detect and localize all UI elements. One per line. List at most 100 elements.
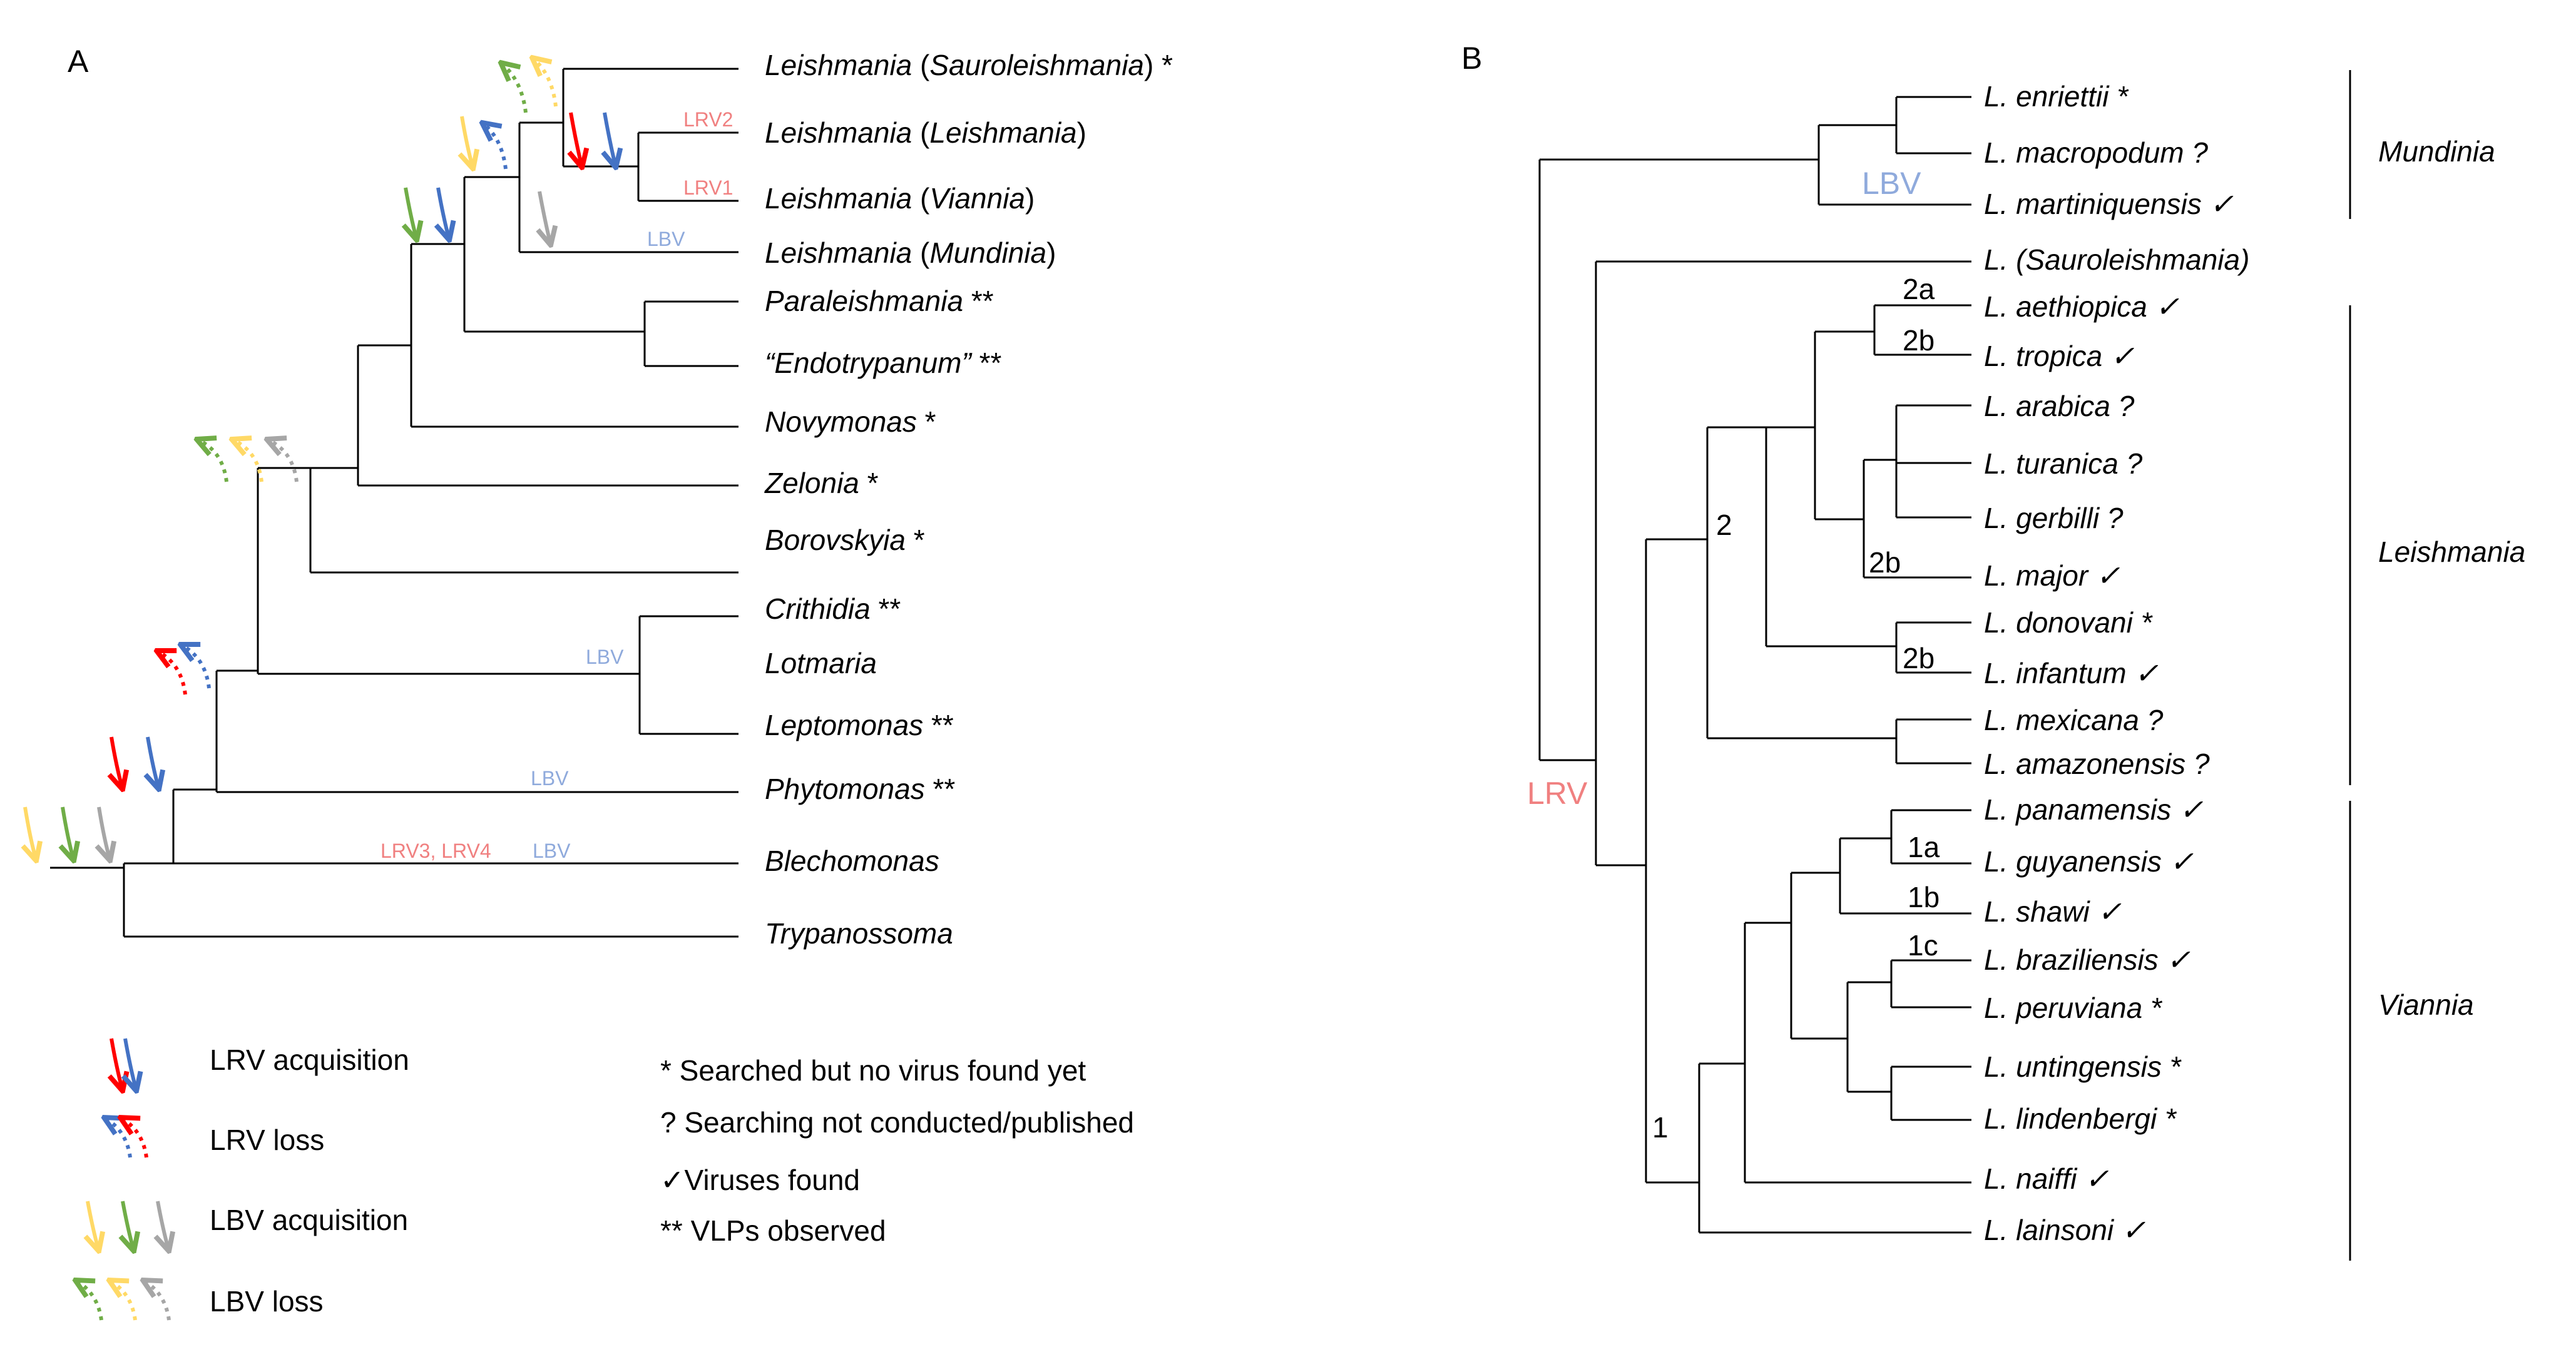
taxon-a-12-part-0: Phytomonas [765, 773, 925, 805]
taxon-b-21: L. naiffi ✓ [1984, 1162, 2109, 1195]
node-label-2: 2 [1716, 509, 1732, 541]
taxon-b-11: L. infantum ✓ [1984, 657, 2159, 689]
taxon-b-14: L. panamensis ✓ [1984, 793, 2204, 826]
lbv-acquisition-arrow [462, 116, 473, 169]
lrv-loss-arrow [482, 123, 508, 170]
taxon-a-3-part-0: Leishmania [765, 236, 912, 269]
lbv-loss-arrow [197, 439, 228, 482]
taxon-a-3-part-1: ( [912, 236, 930, 269]
panel-b-tree [1538, 96, 1971, 1234]
lrv-loss-arrow [180, 644, 211, 689]
taxon-b-10: L. donovani * [1984, 606, 2154, 639]
taxon-a-6-part-1: * [917, 405, 936, 438]
taxon-b-22: L. lainsoni ✓ [1984, 1214, 2145, 1246]
legend-lbv-acquisition-gray-icon [158, 1201, 169, 1251]
taxon-b-1: L. macropodum ? [1984, 136, 2208, 169]
taxon-b-19: L. untingensis * [1984, 1050, 2182, 1083]
lrv-acquisition-arrow [111, 736, 123, 790]
legend-lbv-loss-yellow-icon [109, 1280, 137, 1321]
taxon-a-2-part-0: Leishmania [765, 182, 912, 215]
taxon-a-10-part-0: Lotmaria [765, 647, 877, 679]
lbv-loss-arrow [501, 63, 528, 113]
panel-b-lbv-label: LBV [1862, 166, 1921, 201]
taxon-a-13-part-0: Blechomonas [765, 845, 939, 877]
taxon-a-1-part-1: ( [912, 116, 930, 149]
taxon-a-2-part-2: Viannia [929, 182, 1025, 215]
panel-b-node-labels: 2a 2b 2 2b 2b 1a 1b 1c 1 [1652, 273, 1940, 1144]
node-label-2b-infantum: 2b [1903, 642, 1935, 674]
legend-lbv-loss-gray-icon [143, 1280, 171, 1321]
taxon-a-1-part-3: ) [1077, 116, 1086, 149]
node-label-2b-tropica: 2b [1903, 324, 1935, 357]
lbv-loss-arrow [532, 58, 558, 107]
taxon-b-12: L. mexicana ? [1984, 704, 2164, 736]
node-label-1b: 1b [1908, 881, 1940, 913]
taxon-a-4-part-0: Paraleishmania [765, 285, 963, 317]
taxon-a-8: Borovskyia * [765, 524, 925, 556]
note-2: ✓Viruses found [660, 1164, 860, 1196]
taxon-a-9-part-1: ** [871, 592, 901, 625]
taxon-a-14-part-0: Trypanossoma [765, 917, 953, 950]
legend-label-1: LRV loss [210, 1124, 324, 1156]
taxon-a-5: “Endotrypanum” ** [765, 347, 1002, 379]
node-label-1c: 1c [1908, 929, 1938, 962]
subgenus-viannia: Viannia [2378, 989, 2474, 1021]
taxon-a-0: Leishmania (Sauroleishmania) * [765, 49, 1173, 81]
legend-lrv-acquisition-blue-icon [125, 1038, 136, 1091]
note-1: ? Searching not conducted/published [660, 1106, 1134, 1139]
taxon-a-2: Leishmania (Viannia) [765, 182, 1035, 215]
lbv-loss-arrow [267, 439, 299, 482]
virus-label-lbv-mundinia: LBV [647, 228, 685, 250]
virus-label-lbv-phytomonas: LBV [531, 767, 569, 790]
taxon-b-20: L. lindenbergi * [1984, 1102, 2177, 1135]
taxon-a-4-part-1: ** [963, 285, 994, 317]
taxon-a-11: Leptomonas ** [765, 709, 954, 741]
taxon-a-12-part-1: ** [925, 773, 956, 805]
taxon-b-18: L. peruviana * [1984, 992, 2163, 1024]
taxon-b-13: L. amazonensis ? [1984, 748, 2210, 780]
legend-label-0: LRV acquisition [210, 1044, 409, 1076]
virus-label-lrv1: LRV1 [683, 176, 733, 199]
node-label-1a: 1a [1908, 831, 1940, 863]
panel-b-taxa: L. enriettii * L. macropodum ? L. martin… [1984, 80, 2249, 1246]
taxon-a-0-part-3: ) * [1144, 49, 1173, 81]
taxon-a-6-part-0: Novymonas [765, 405, 917, 438]
notes: * Searched but no virus found yet ? Sear… [660, 1054, 1134, 1247]
legend-lbv-loss-green-icon [75, 1280, 103, 1321]
virus-label-lrv3-lrv4: LRV3, LRV4 [381, 840, 491, 862]
taxon-b-7: L. turanica ? [1984, 447, 2143, 480]
taxon-a-1-part-0: Leishmania [765, 116, 912, 149]
lbv-acquisition-arrow [539, 191, 551, 245]
lbv-acquisition-arrow [63, 806, 74, 861]
legend-label-2: LBV acquisition [210, 1204, 408, 1236]
virus-label-lbv-blechomonas: LBV [533, 840, 571, 862]
taxon-a-9: Crithidia ** [765, 592, 901, 625]
taxon-a-8-part-0: Borovskyia [765, 524, 906, 556]
lbv-acquisition-arrow [25, 806, 36, 861]
taxon-b-5: L. tropica ✓ [1984, 340, 2135, 372]
lbv-acquisition-arrow [406, 187, 417, 240]
virus-label-lbv-lotmaria: LBV [586, 646, 624, 668]
panel-a-label: A [68, 44, 89, 79]
taxon-a-8-part-1: * [906, 524, 925, 556]
taxon-a-5-part-1: ** [971, 347, 1002, 379]
taxon-b-8: L. gerbilli ? [1984, 502, 2124, 534]
taxon-b-3: L. (Sauroleishmania) [1984, 243, 2249, 276]
panel-b-lrv-label: LRV [1527, 776, 1588, 811]
taxon-a-2-part-3: ) [1025, 182, 1035, 215]
taxon-b-9: L. major ✓ [1984, 559, 2120, 592]
subgenus-brackets: Mundinia Leishmania Viannia [2349, 70, 2525, 1261]
taxon-b-0: L. enriettii * [1984, 80, 2129, 113]
legend-lbv-acquisition-green-icon [123, 1201, 134, 1251]
lbv-acquisition-arrow [99, 806, 110, 861]
taxon-a-7-part-0: Zelonia [764, 467, 859, 499]
lrv-loss-arrow [156, 651, 187, 695]
note-0: * Searched but no virus found yet [660, 1054, 1086, 1087]
node-label-1: 1 [1652, 1111, 1669, 1144]
panel-a-virus-labels: LRV2 LRV1 LBV LBV LBV LRV3, LRV4 LBV [381, 108, 733, 862]
subgenus-leishmania: Leishmania [2378, 536, 2525, 568]
note-3: ** VLPs observed [660, 1214, 886, 1247]
taxon-a-7-part-1: * [859, 467, 879, 499]
taxon-a-12: Phytomonas ** [765, 773, 955, 805]
